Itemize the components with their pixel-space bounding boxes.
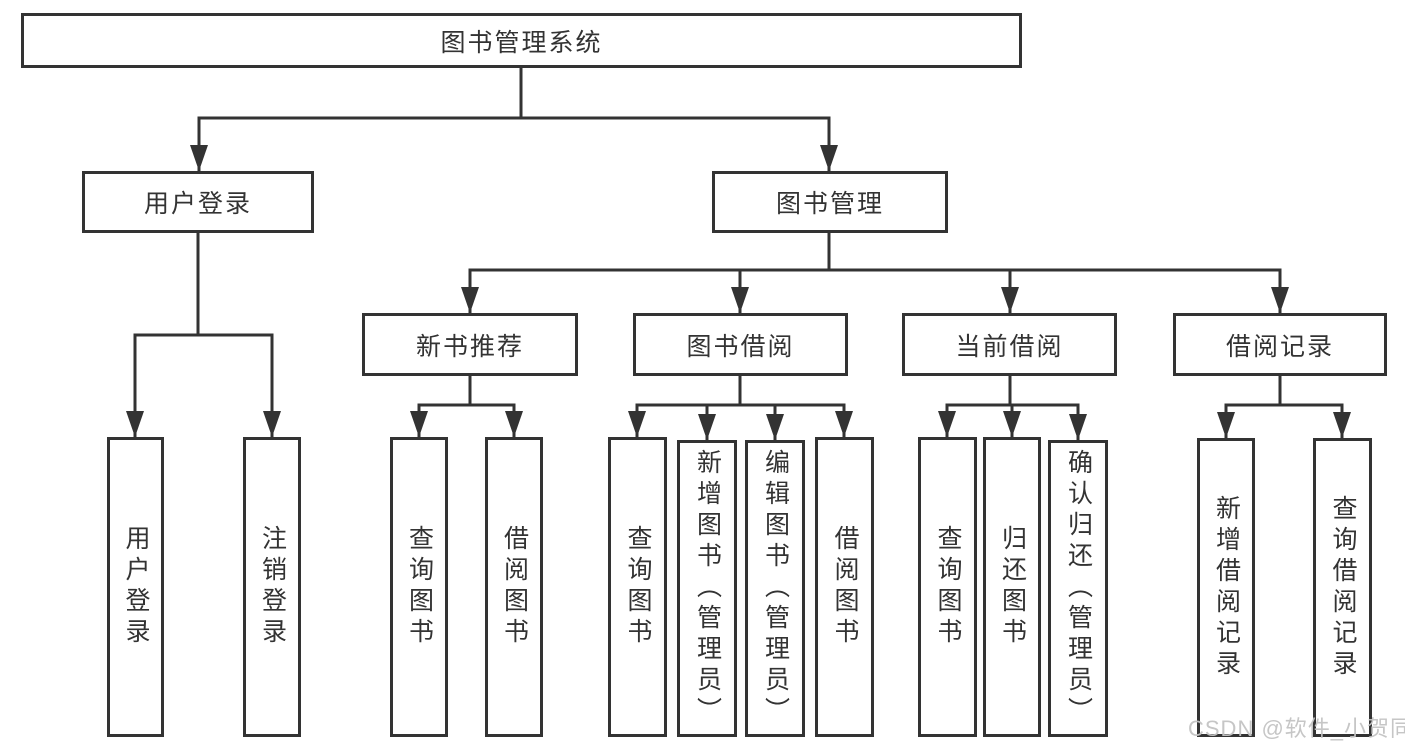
csdn-watermark: CSDN @软件_小贺同学 [1188,716,1405,741]
leaf-logout: 注销登录 [243,437,301,737]
node-new-book-recommend: 新书推荐 [362,313,578,376]
arrow-down-icon [835,411,853,437]
arrow-down-icon [126,411,144,437]
leaf-add-borrow-record: 新增借阅记录 [1197,438,1255,737]
leaf-edit-book-admin: 编辑图书（管理员） [745,440,805,737]
arrow-down-icon [263,411,281,437]
node-root-library-system: 图书管理系统 [21,13,1022,68]
node-book-management: 图书管理 [712,171,948,233]
leaf-borrow-book: 借阅图书 [815,437,874,737]
arrow-down-icon [766,414,784,440]
arrow-down-icon [1271,287,1289,313]
arrow-down-icon [731,287,749,313]
arrow-down-icon [1001,287,1019,313]
arrow-down-icon [938,411,956,437]
leaf-add-book-admin: 新增图书（管理员） [677,440,737,737]
arrow-down-icon [1069,414,1087,440]
arrow-down-icon [1217,412,1235,438]
arrow-down-icon [628,411,646,437]
arrow-down-icon [461,287,479,313]
node-current-borrow: 当前借阅 [902,313,1117,376]
arrow-down-icon [410,411,428,437]
arrow-down-icon [505,411,523,437]
arrowheads [126,145,1351,440]
leaf-query-book-recommend: 查询图书 [390,437,448,737]
node-book-borrow: 图书借阅 [633,313,848,376]
arrow-down-icon [190,145,208,171]
leaf-borrow-book-recommend: 借阅图书 [485,437,543,737]
arrow-down-icon [1003,411,1021,437]
leaf-query-book-current: 查询图书 [918,437,977,737]
arrow-down-icon [1333,412,1351,438]
leaf-query-book-borrow: 查询图书 [608,437,667,737]
leaf-query-borrow-record: 查询借阅记录 [1313,438,1372,737]
arrow-down-icon [820,145,838,171]
connector-lines [133,68,1344,440]
node-borrow-records: 借阅记录 [1173,313,1387,376]
leaf-user-login: 用户登录 [107,437,164,737]
leaf-confirm-return-admin: 确认归还（管理员） [1048,440,1108,737]
leaf-return-book: 归还图书 [983,437,1041,737]
arrow-down-icon [698,414,716,440]
node-user-login: 用户登录 [82,171,314,233]
